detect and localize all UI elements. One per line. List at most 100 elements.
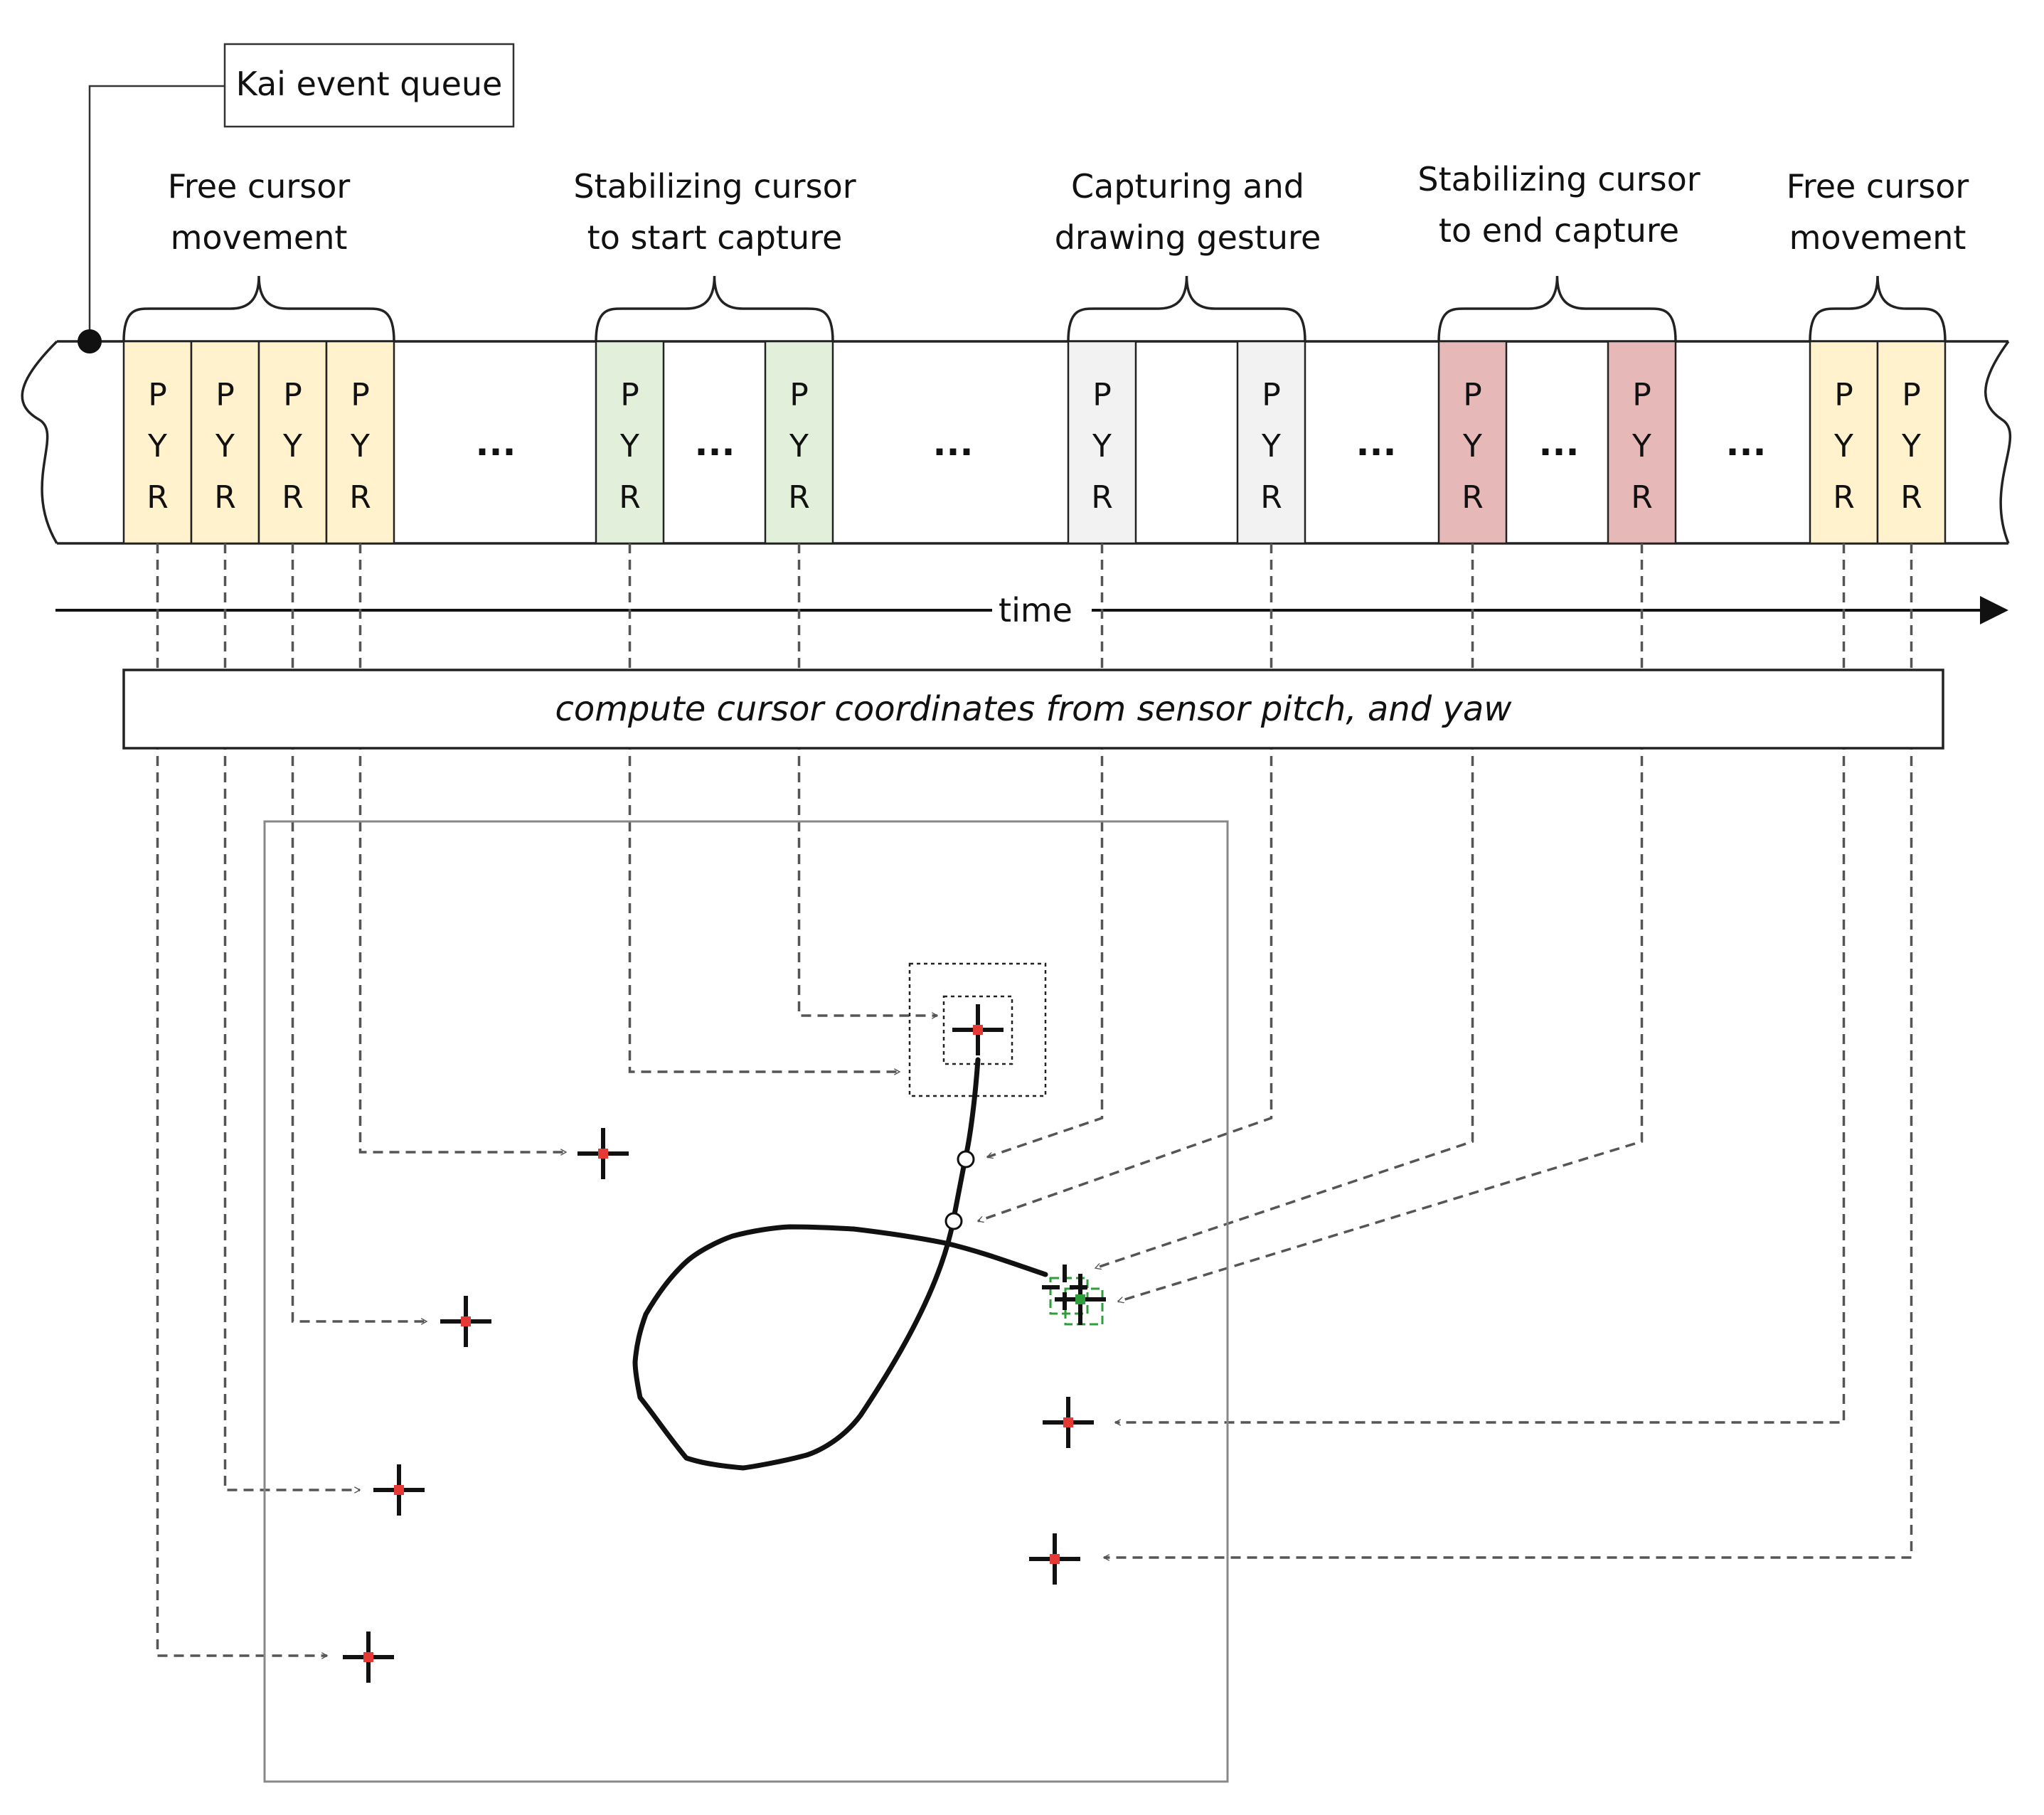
brace-capture (1067, 275, 1306, 342)
cell-letter: R (1462, 479, 1484, 516)
cell-letter: P (1463, 377, 1482, 413)
pyr-cell-free-2: PYR (1809, 340, 1879, 545)
cursor-crosshair-icon (952, 1004, 1004, 1055)
cell-letter: R (349, 479, 371, 516)
pyr-cell-free-2: PYR (1876, 340, 1947, 545)
screen-canvas (263, 820, 1229, 1783)
cell-letter: R (1833, 479, 1855, 516)
cell-letter: R (147, 479, 169, 516)
compute-label: compute cursor coordinates from sensor p… (555, 689, 1513, 729)
pyr-cell-free-1: PYR (257, 340, 328, 545)
gesture-sample-point (944, 1212, 963, 1230)
pyr-cell-stab-start: PYR (595, 340, 665, 545)
cursor-crosshair-icon (577, 1128, 629, 1179)
pyr-cell-capture: PYR (1236, 340, 1306, 545)
phase-label-capture: Capturing and (1071, 167, 1304, 206)
cell-letter: P (283, 377, 302, 413)
cell-connector (1104, 543, 1913, 1558)
cell-letter: R (788, 479, 810, 516)
pyr-cell-free-1: PYR (325, 340, 395, 545)
cell-letter: Y (215, 428, 235, 464)
queue-start-dot (78, 329, 102, 353)
cell-letter: R (1900, 479, 1922, 516)
cell-letter: Y (1833, 428, 1853, 464)
phase-label-stab-start: Stabilizing cursor (573, 167, 856, 206)
phase-label-stab-start: to start capture (587, 218, 843, 257)
cursor-markers (343, 1004, 1106, 1683)
time-axis: time (55, 591, 2008, 629)
cell-letter: P (351, 377, 370, 413)
gesture-stroke (632, 1057, 1048, 1471)
phase-label-stab-end: to end capture (1439, 211, 1679, 250)
compute-box: compute cursor coordinates from sensor p… (122, 669, 1944, 750)
cell-letter: Y (282, 428, 302, 464)
gesture-sample-point (957, 1150, 975, 1169)
cell-letter: Y (350, 428, 370, 464)
queue-label: Kai event queue (236, 65, 503, 103)
brace-stab-end (1437, 275, 1677, 342)
inner-tolerance-square (942, 995, 1013, 1065)
cell-letter: P (148, 377, 167, 413)
ellipsis: ... (695, 422, 735, 464)
queue-label-leader (88, 85, 225, 340)
cell-letter: Y (619, 428, 639, 464)
pyr-cell-stab-end: PYR (1607, 340, 1677, 545)
cell-letter: R (1631, 479, 1653, 516)
cursor-crosshair-icon (1029, 1533, 1080, 1585)
cell-connector (223, 543, 361, 1490)
ellipsis: ... (476, 422, 516, 464)
cell-connector (797, 543, 938, 1016)
cell-letter: P (1902, 377, 1921, 413)
outer-tolerance-square (908, 962, 1047, 1097)
phase-label-free-2: Free cursor (1787, 167, 1969, 206)
cell-letter: Y (1632, 428, 1651, 464)
cursor-crosshair-icon (1042, 1265, 1087, 1310)
cell-letter: R (1091, 479, 1113, 516)
brace-stab-start (595, 275, 834, 342)
cursor-crosshair-icon (1043, 1397, 1094, 1448)
cell-connector (291, 543, 427, 1321)
cell-letter: P (1262, 377, 1281, 413)
cell-letter: P (789, 377, 809, 413)
queue-ellipses: .................. (476, 422, 1767, 464)
cell-connector (987, 543, 1104, 1157)
cell-letter: R (1260, 479, 1282, 516)
cursor-crosshair-icon (343, 1632, 394, 1683)
cell-connector (1118, 543, 1644, 1302)
queue-left-wave (21, 340, 58, 544)
phase-label-capture: drawing gesture (1055, 218, 1321, 257)
cell-connector (628, 543, 900, 1072)
cell-connector (1095, 543, 1474, 1268)
cell-letter: Y (1462, 428, 1482, 464)
queue-label-box: Kai event queue (223, 43, 515, 128)
pyr-cell-stab-end: PYR (1437, 340, 1508, 545)
cell-letter: Y (1901, 428, 1921, 464)
cursor-crosshair-icon (1055, 1274, 1106, 1325)
cell-letter: R (282, 479, 304, 516)
cell-connector (156, 543, 328, 1656)
ellipsis: ... (1356, 422, 1397, 464)
cursor-crosshair-icon (373, 1464, 425, 1516)
cursor-crosshair-icon (440, 1296, 491, 1347)
phase-label-free-1: Free cursor (168, 167, 351, 206)
cell-letter: Y (789, 428, 809, 464)
start-capture-regions (908, 962, 1047, 1097)
ellipsis: ... (1539, 422, 1580, 464)
cell-letter: P (215, 377, 235, 413)
cell-letter: Y (1261, 428, 1281, 464)
phase-label-stab-end: Stabilizing cursor (1417, 160, 1700, 198)
cell-letter: Y (147, 428, 167, 464)
cell-letter: P (1834, 377, 1853, 413)
time-label: time (999, 591, 1072, 629)
cell-connector (978, 543, 1273, 1221)
ellipsis: ... (1726, 422, 1767, 464)
queue-right-wave (1984, 340, 2012, 544)
phase-label-free-1: movement (171, 218, 348, 257)
brace-free-2 (1809, 275, 1947, 342)
cell-letter: P (620, 377, 639, 413)
cell-connector (358, 543, 567, 1152)
cell-connector (1115, 543, 1846, 1422)
pyr-cell-capture: PYR (1067, 340, 1137, 545)
